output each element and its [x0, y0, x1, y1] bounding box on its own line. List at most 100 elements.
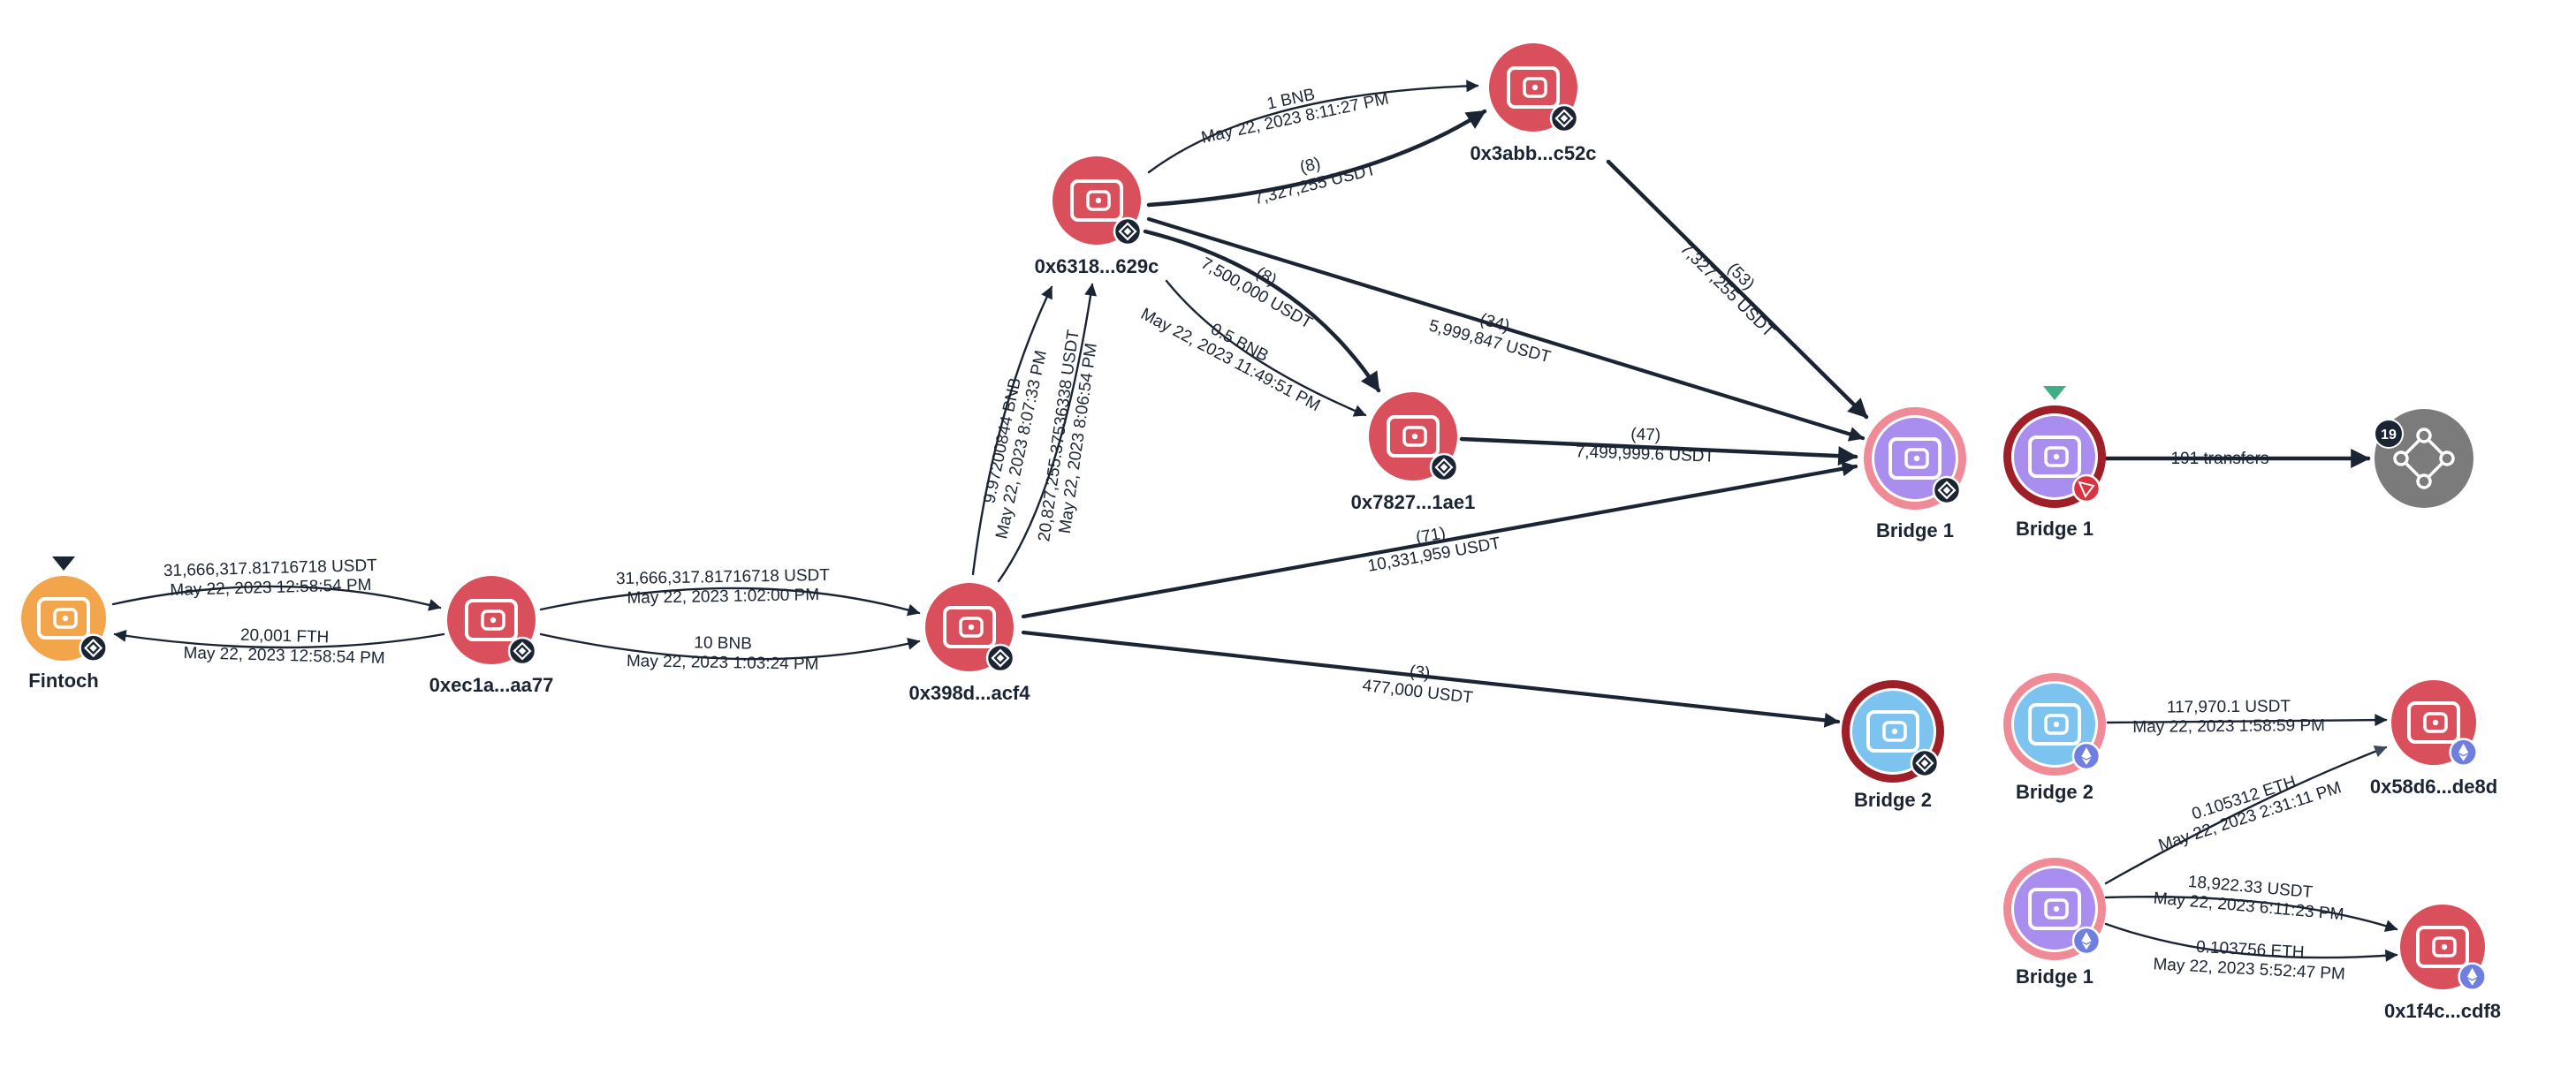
edge-label-line: 191 transfers [2171, 450, 2269, 468]
edge-label: 0.103756 ETHMay 22, 2023 5:52:47 PM [2153, 935, 2347, 983]
edge-label-line: 20,001 FTH [240, 626, 330, 647]
wallet-icon [2028, 435, 2081, 478]
edge-label: (53)7,327,255 USDT [1676, 226, 1792, 342]
node-cluster[interactable]: 19 [2374, 409, 2473, 508]
node-label: Bridge 1 [1876, 519, 1954, 541]
node-0x398d[interactable]: 0x398d...acf4 [909, 583, 1031, 704]
edge-fintoch-to-0xec1a[interactable] [111, 585, 442, 611]
cluster-network-icon [2393, 428, 2455, 489]
edge-label-line: (3) [1409, 662, 1431, 683]
edge-0xec1a-to-0x398d[interactable] [539, 632, 921, 661]
node-label: 0x7827...1ae1 [1351, 491, 1476, 513]
edges-layer [111, 79, 2398, 962]
edge-0x6318-to-bridge1a[interactable] [1146, 216, 1866, 442]
node-bridge1a[interactable]: Bridge 1 [1864, 407, 1966, 541]
nodes-layer: Fintoch 0xec1a...aa77 0x398d...acf4 0x6318.… [21, 43, 2501, 1022]
edge-label: 191 transfers [2171, 450, 2269, 468]
bnb-icon [507, 636, 537, 666]
edge-0x6318-to-0x3abb[interactable] [1146, 109, 1487, 208]
edge-0x6318-to-0x3abb[interactable] [1147, 79, 1479, 174]
edge-bridge1c-to-0x58d6[interactable] [2104, 746, 2388, 885]
edge-0x6318-to-0x7827[interactable] [1143, 229, 1381, 393]
node-fintoch[interactable]: Fintoch [21, 556, 108, 692]
wallet-icon [2028, 888, 2081, 930]
wallet-icon [1387, 415, 1440, 458]
wallet-icon [2407, 701, 2460, 744]
node-0x3abb[interactable]: 0x3abb...c52c [1470, 43, 1597, 164]
node-label: Bridge 1 [2016, 965, 2093, 988]
edge-0x398d-to-0x6318[interactable] [971, 285, 1053, 576]
node-0x1f4c[interactable]: 0x1f4c...cdf8 [2384, 905, 2501, 1022]
edge-bridge1c-to-0x1f4c[interactable] [2104, 896, 2398, 932]
wallet-icon [37, 597, 90, 640]
wallet-icon [2028, 703, 2081, 746]
node-bridge1c[interactable]: Bridge 1 [2003, 858, 2106, 988]
edge-0xec1a-to-fintoch[interactable] [113, 629, 445, 649]
eth-icon [2071, 926, 2101, 956]
node-0x6318[interactable]: 0x6318...629c [1035, 156, 1159, 277]
edge-0x7827-to-bridge1a[interactable] [1459, 436, 1858, 466]
node-label: Bridge 2 [2016, 781, 2093, 803]
edge-0xec1a-to-0x398d[interactable] [539, 587, 921, 617]
edge-0x6318-to-0x7827[interactable] [1165, 279, 1367, 417]
edge-0x3abb-to-bridge1a[interactable] [1606, 159, 1869, 420]
node-bridge2a[interactable]: Bridge 2 [1842, 680, 1944, 811]
edge-label-line: May 22, 2023 1:02:00 PM [627, 586, 819, 608]
count-badge [2374, 419, 2404, 449]
wallet-icon [943, 606, 996, 648]
edge-0x398d-to-0x6318[interactable] [997, 283, 1098, 583]
bnb-icon [1932, 475, 1962, 505]
edge-label-line: 10 BNB [694, 633, 752, 653]
edge-label: (34)5,999,847 USDT [1427, 298, 1558, 367]
node-0xec1a[interactable]: 0xec1a...aa77 [429, 576, 554, 696]
edge-label-line: (47) [1630, 425, 1661, 444]
edge-label-line: May 22, 2023 1:58:59 PM [2132, 716, 2325, 737]
bnb-icon [1113, 216, 1143, 246]
edge-label-line: May 22, 2023 12:58:54 PM [183, 644, 385, 668]
edge-bridge2b-to-0x58d6[interactable] [2106, 714, 2388, 727]
flag-marker-icon [2043, 386, 2066, 400]
eth-icon [2449, 738, 2478, 767]
edge-label: 0.105312 ETHMay 22, 2023 2:31:11 PM [2150, 760, 2344, 855]
edge-0x398d-to-bridge1a[interactable] [1021, 461, 1858, 619]
edge-label-line: May 22, 2023 1:03:24 PM [627, 652, 819, 674]
node-0x7827[interactable]: 0x7827...1ae1 [1351, 392, 1476, 513]
node-bridge1b[interactable]: Bridge 1 [2003, 386, 2106, 540]
tron-icon [2071, 473, 2101, 503]
bnb-icon [1429, 452, 1459, 482]
edge-label: (3)477,000 USDT [1362, 657, 1477, 708]
node-label: Fintoch [28, 670, 98, 692]
flag-marker-icon [52, 556, 75, 571]
wallet-icon [1070, 179, 1123, 222]
edge-label: 31,666,317.81716718 USDTMay 22, 2023 1:0… [616, 566, 831, 608]
edge-label: (8)7,327,255 USDT [1247, 141, 1378, 208]
eth-icon [2071, 741, 2101, 771]
edge-label-line: May 22, 2023 5:52:47 PM [2153, 955, 2345, 983]
edge-label-line: 31,666,317.81716718 USDT [616, 566, 831, 588]
count-badge-label: 19 [2381, 428, 2397, 443]
wallet-icon [1866, 710, 1919, 753]
bnb-icon [985, 643, 1015, 673]
node-label: 0x398d...acf4 [909, 682, 1031, 704]
bnb-icon [79, 633, 108, 662]
edge-label: (47)7,499,999.6 USDT [1575, 423, 1715, 466]
edge-label-line: 117,970.1 USDT [2167, 697, 2291, 716]
edge-bridge1c-to-0x1f4c[interactable] [2104, 922, 2398, 962]
bnb-icon [1549, 103, 1579, 133]
node-label: 0xec1a...aa77 [429, 674, 554, 696]
edge-label: (71)10,331,959 USDT [1363, 515, 1502, 576]
wallet-icon [2416, 926, 2469, 968]
node-label: 0x1f4c...cdf8 [2384, 1000, 2501, 1022]
node-label: 0x3abb...c52c [1470, 142, 1596, 164]
eth-icon [2458, 962, 2487, 991]
node-label: Bridge 2 [1854, 789, 1932, 811]
node-0x58d6[interactable]: 0x58d6...de8d [2370, 680, 2497, 798]
edge-0x398d-to-bridge2a[interactable] [1021, 630, 1841, 728]
edge-label: 20,001 FTHMay 22, 2023 12:58:54 PM [183, 625, 385, 668]
node-bridge2b[interactable]: Bridge 2 [2003, 673, 2106, 803]
wallet-icon [1507, 66, 1560, 109]
edge-label-line: 7,327,255 USDT [1676, 239, 1778, 341]
edge-label: 18,922.33 USDTMay 22, 2023 6:11:23 PM [2153, 870, 2346, 925]
